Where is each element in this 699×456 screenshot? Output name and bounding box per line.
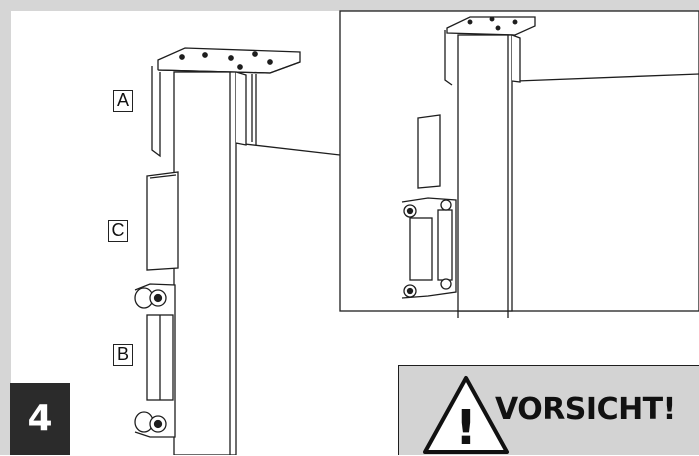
warning-text: VORSICHT!: [495, 392, 676, 427]
detail-inset: [339, 10, 699, 318]
part-label-b: B: [113, 344, 133, 366]
main-gate-view: [134, 47, 341, 455]
warning-triangle-icon: !: [423, 376, 509, 456]
step-number-badge: 4: [10, 383, 70, 455]
part-label-c: C: [108, 220, 128, 242]
warning-box: ! VORSICHT!: [398, 365, 699, 456]
part-label-a: A: [113, 90, 133, 112]
warning-symbol: !: [455, 400, 477, 456]
